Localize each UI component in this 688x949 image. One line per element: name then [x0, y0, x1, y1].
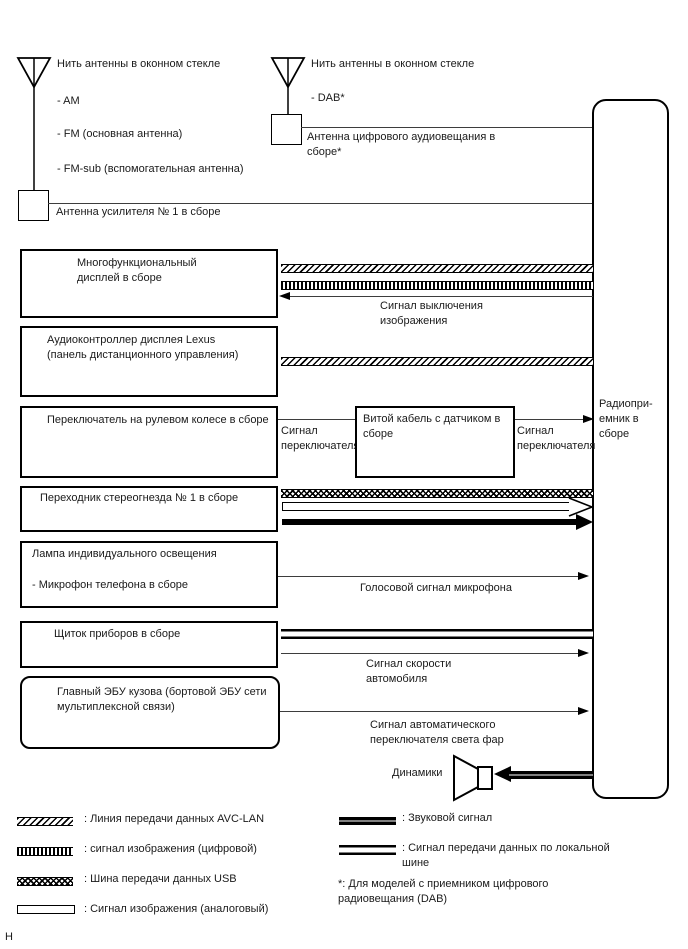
spiral-cable-label: Витой кабель с датчиком в сборе [363, 413, 501, 440]
antenna-1-band-am: - AM [57, 95, 80, 107]
audio-line-jack-arrowhead [576, 514, 593, 530]
legend-digital-sample [17, 847, 73, 856]
radio-label-line1: Радиопри- [599, 398, 653, 410]
antenna-amplifier-box [18, 190, 49, 221]
steering-switch-box: Переключатель на рулевом колесе в сборе [20, 406, 278, 478]
switch-signal-label-left: Сигнал переключателя [281, 425, 360, 452]
legend-usb-sample [17, 877, 73, 886]
legend-footnote: *: Для моделей с приемником цифрового ра… [338, 878, 549, 905]
legend-avc-lan-sample [17, 817, 73, 826]
stereo-jack-adapter-label: Переходник стереогнезда № 1 в сборе [40, 492, 239, 504]
main-body-ecu-box: Главный ЭБУ кузова (бортовой ЭБУ сети му… [20, 676, 280, 749]
image-off-label: Сигнал выключения изображения [380, 300, 483, 327]
antenna-2-band-dab: - DAB* [311, 92, 345, 104]
antenna-1-icon [16, 57, 52, 192]
mic-voice-line [278, 576, 578, 577]
antenna-2-title: Нить антенны в оконном стекле [311, 58, 475, 70]
radio-label-line3: сборе [599, 428, 630, 440]
antenna-1-band-fm: - FM (основная антенна) [57, 128, 183, 140]
avc-lan-line-controller [281, 357, 593, 366]
image-off-arrowhead [279, 292, 290, 300]
antenna-amplifier-line [48, 203, 593, 204]
main-body-ecu-label: Главный ЭБУ кузова (бортовой ЭБУ сети му… [57, 686, 267, 713]
legend-audio-label: : Звуковой сигнал [402, 812, 493, 824]
dab-antenna-box [271, 114, 302, 145]
legend-digital-label: : сигнал изображения (цифровой) [84, 843, 257, 855]
multifunction-display-box: Многофункциональный дисплей в сборе [20, 249, 278, 318]
vehicle-speed-line [281, 653, 578, 654]
instrument-cluster-box: Щиток приборов в сборе [20, 621, 278, 668]
dab-antenna-line [301, 127, 593, 128]
page-footer-mark: H [5, 931, 13, 943]
instrument-cluster-label: Щиток приборов в сборе [54, 628, 181, 640]
stereo-jack-adapter-box: Переходник стереогнезда № 1 в сборе [20, 486, 278, 532]
audio-line-jack [282, 519, 580, 525]
speakers-label: Динамики [392, 767, 443, 779]
vehicle-speed-arrowhead [578, 649, 589, 657]
lamp-label: Лампа индивидуального освещения [32, 548, 217, 560]
switch-signal-label-right: Сигнал переключателя [517, 425, 596, 452]
switch-signal-line-right [515, 419, 585, 420]
radio-receiver-box [592, 99, 669, 799]
legend-analog-sample [17, 905, 75, 914]
microphone-label: - Микрофон телефона в сборе [32, 579, 189, 591]
avc-lan-line-display [281, 264, 593, 273]
radio-label-line2: емник в [599, 413, 639, 425]
audio-controller-box: Аудиоконтроллер дисплея Lexus (панель ди… [20, 326, 278, 397]
legend-audio-sample [339, 817, 396, 825]
auto-headlight-arrowhead [578, 707, 589, 715]
switch-signal-line-left [278, 419, 355, 420]
image-off-line [288, 296, 593, 297]
mic-voice-arrowhead [578, 572, 589, 580]
antenna-amplifier-label: Антенна усилителя № 1 в сборе [56, 206, 221, 218]
audio-out-arrowhead [494, 766, 511, 782]
antenna-1-title: Нить антенны в оконном стекле [57, 58, 221, 70]
usb-bus-line [281, 489, 593, 498]
auto-headlight-line [280, 711, 578, 712]
vehicle-speed-label: Сигнал скорости автомобиля [366, 658, 452, 685]
analog-image-line [282, 502, 578, 511]
multifunction-display-label: Многофункциональный дисплей в сборе [77, 257, 197, 284]
audio-out-line [509, 771, 593, 779]
legend-local-bus-label: : Сигнал передачи данных по локальной ши… [402, 842, 610, 869]
antenna-1-band-fmsub: - FM-sub (вспомогательная антенна) [57, 163, 244, 175]
antenna-2-icon [270, 57, 306, 116]
speaker-icon [453, 754, 493, 802]
local-bus-line [281, 629, 593, 639]
switch-signal-arrowhead [583, 415, 594, 423]
steering-switch-label: Переключатель на рулевом колесе в сборе [47, 414, 269, 426]
radio-receiver-label: Радиопри- емник в сборе [599, 397, 653, 442]
dab-antenna-label: Антенна цифрового аудиовещания в сборе* [307, 131, 496, 158]
mic-voice-label: Голосовой сигнал микрофона [360, 582, 512, 594]
legend-usb-label: : Шина передачи данных USB [84, 873, 237, 885]
analog-image-arrowhead [568, 497, 595, 517]
lamp-microphone-box [20, 541, 278, 608]
legend-avc-lan-label: : Линия передачи данных AVC-LAN [84, 813, 265, 825]
digital-image-line-display [281, 281, 593, 290]
legend-local-bus-sample [339, 845, 396, 855]
audio-controller-label: Аудиоконтроллер дисплея Lexus (панель ди… [47, 334, 239, 361]
legend-analog-label: : Сигнал изображения (аналоговый) [84, 903, 269, 915]
auto-headlight-label: Сигнал автоматического переключателя све… [370, 719, 504, 746]
spiral-cable-box: Витой кабель с датчиком в сборе [355, 406, 515, 478]
